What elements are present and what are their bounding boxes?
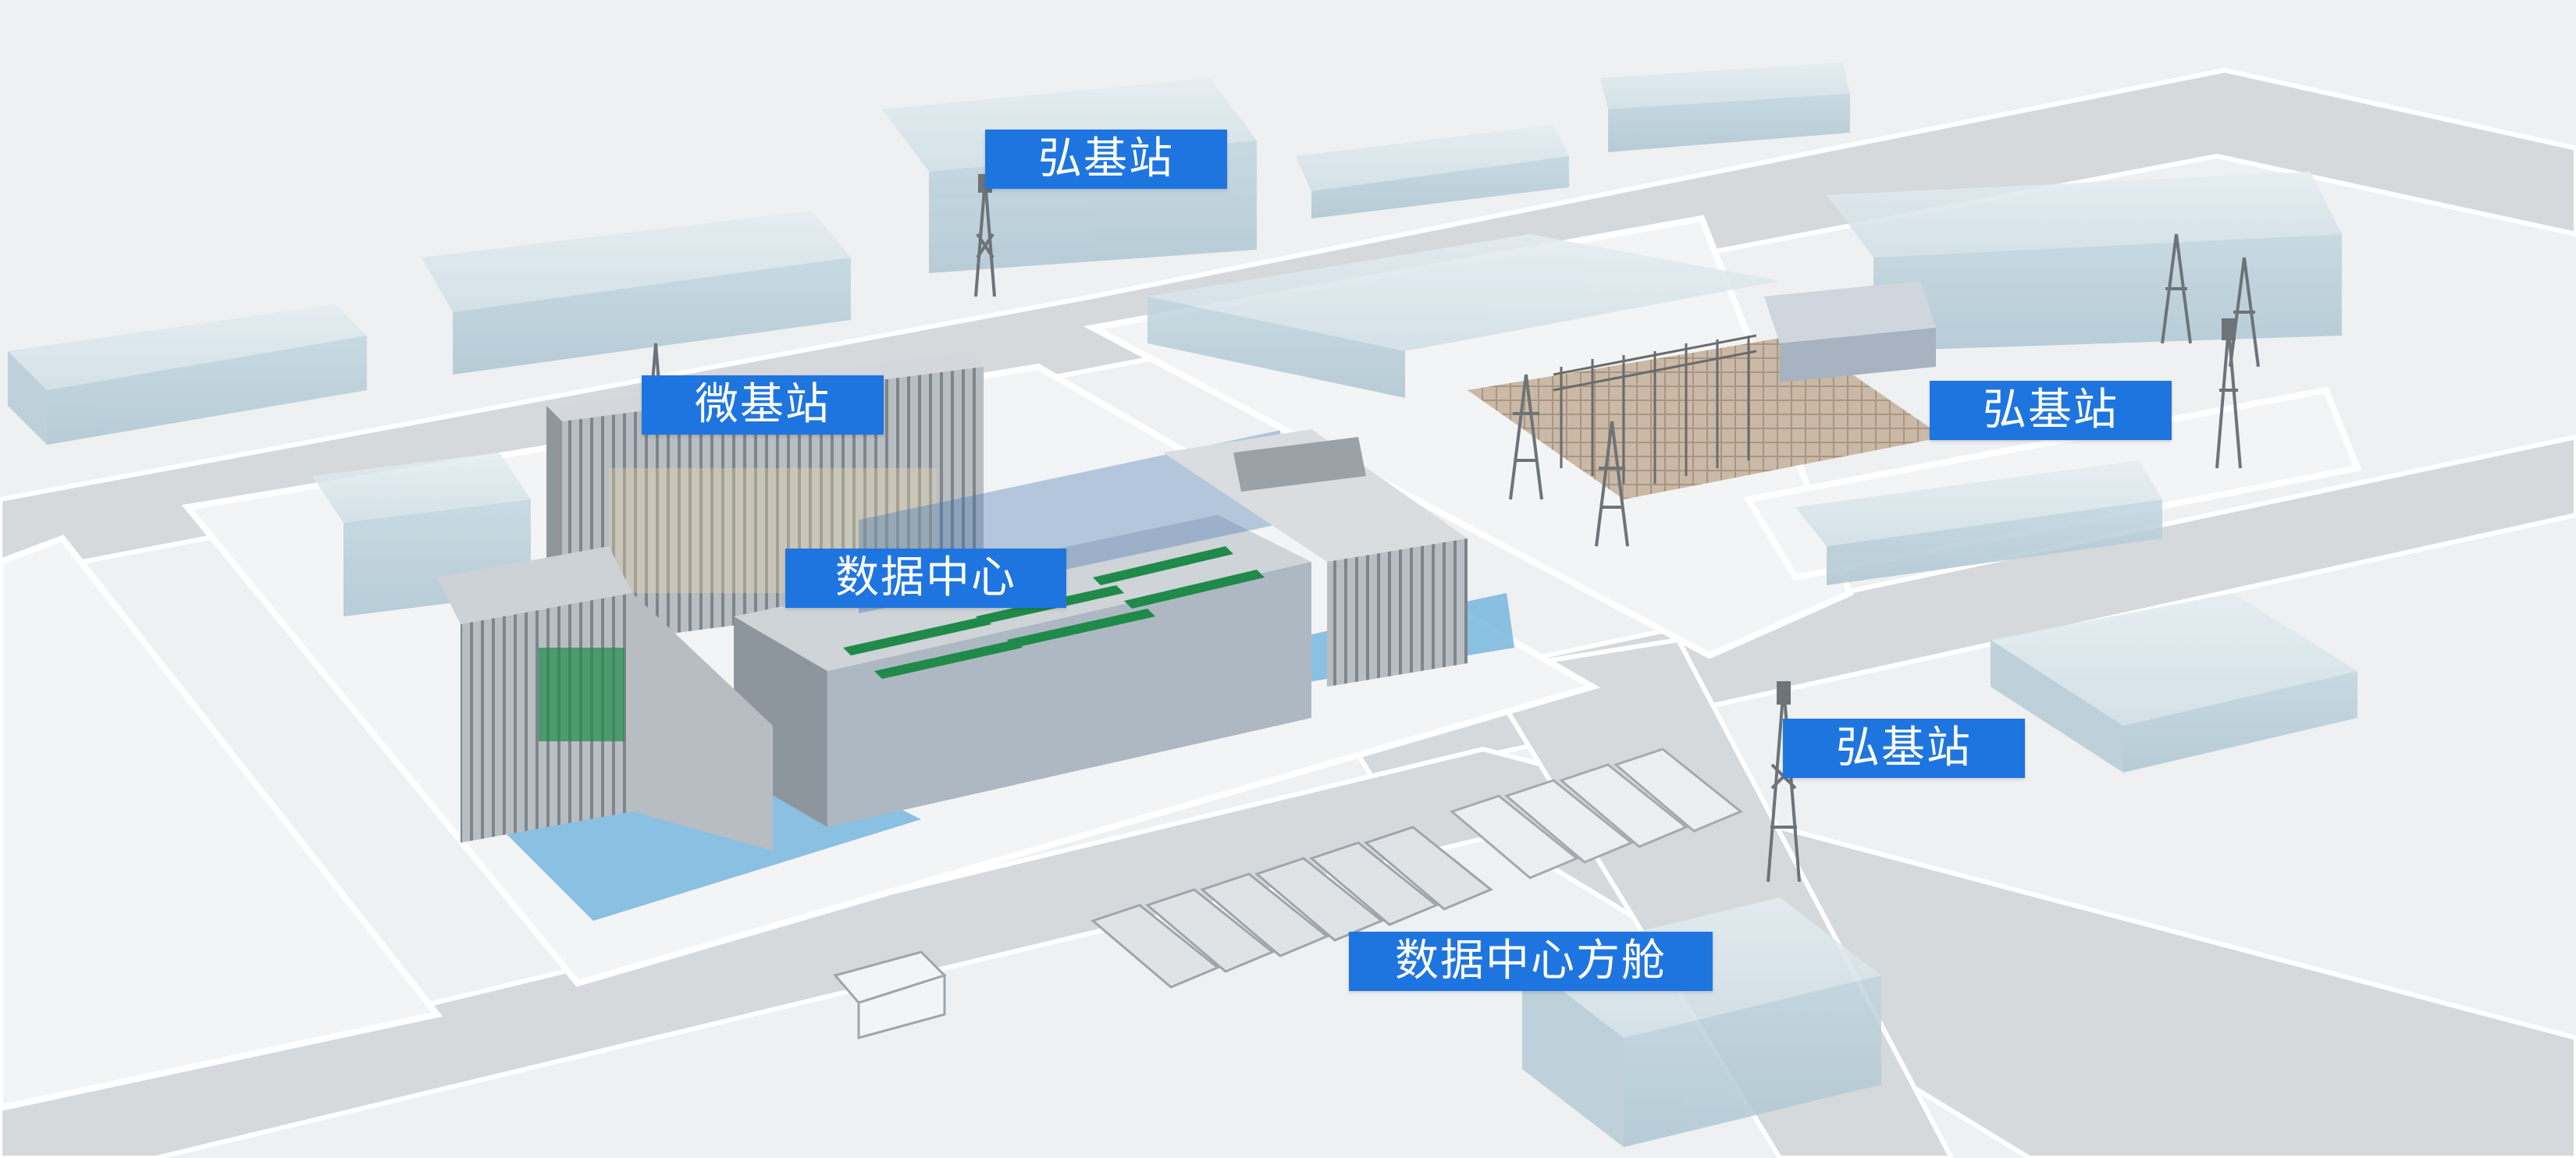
glass-block-center: [1147, 234, 1780, 398]
label-data-center-container: 数据中心方舱: [1349, 932, 1713, 991]
glass-block-left: [422, 211, 851, 375]
substation: [1468, 281, 1944, 499]
glass-block-lower-right: [1991, 593, 2357, 773]
right-wing: [1163, 429, 1468, 687]
container-modules: [833, 748, 1743, 1039]
tower-right-2: [2229, 257, 2260, 368]
tower-bottom: [1767, 681, 1801, 883]
tower-right-1: [2161, 233, 2192, 344]
tower-substation-2: [1595, 421, 1629, 547]
left-wing: [437, 546, 773, 851]
small-cabinet: [833, 950, 947, 1039]
label-macro-station-bottom: 弘基站: [1783, 719, 2025, 778]
container-row-back: [1450, 748, 1743, 879]
label-micro-station: 微基站: [642, 375, 884, 435]
glass-block-mid-right: [1795, 460, 2162, 585]
tower-right-3: [2215, 318, 2242, 469]
label-macro-station-top: 弘基站: [985, 130, 1227, 189]
label-data-center: 数据中心: [785, 549, 1066, 608]
container-row-front: [1091, 826, 1493, 989]
tower-substation-1: [1509, 374, 1543, 500]
label-macro-station-right: 弘基站: [1930, 381, 2172, 440]
glass-block-top-right: [1296, 62, 1850, 218]
glass-block-far-left: [8, 304, 367, 445]
